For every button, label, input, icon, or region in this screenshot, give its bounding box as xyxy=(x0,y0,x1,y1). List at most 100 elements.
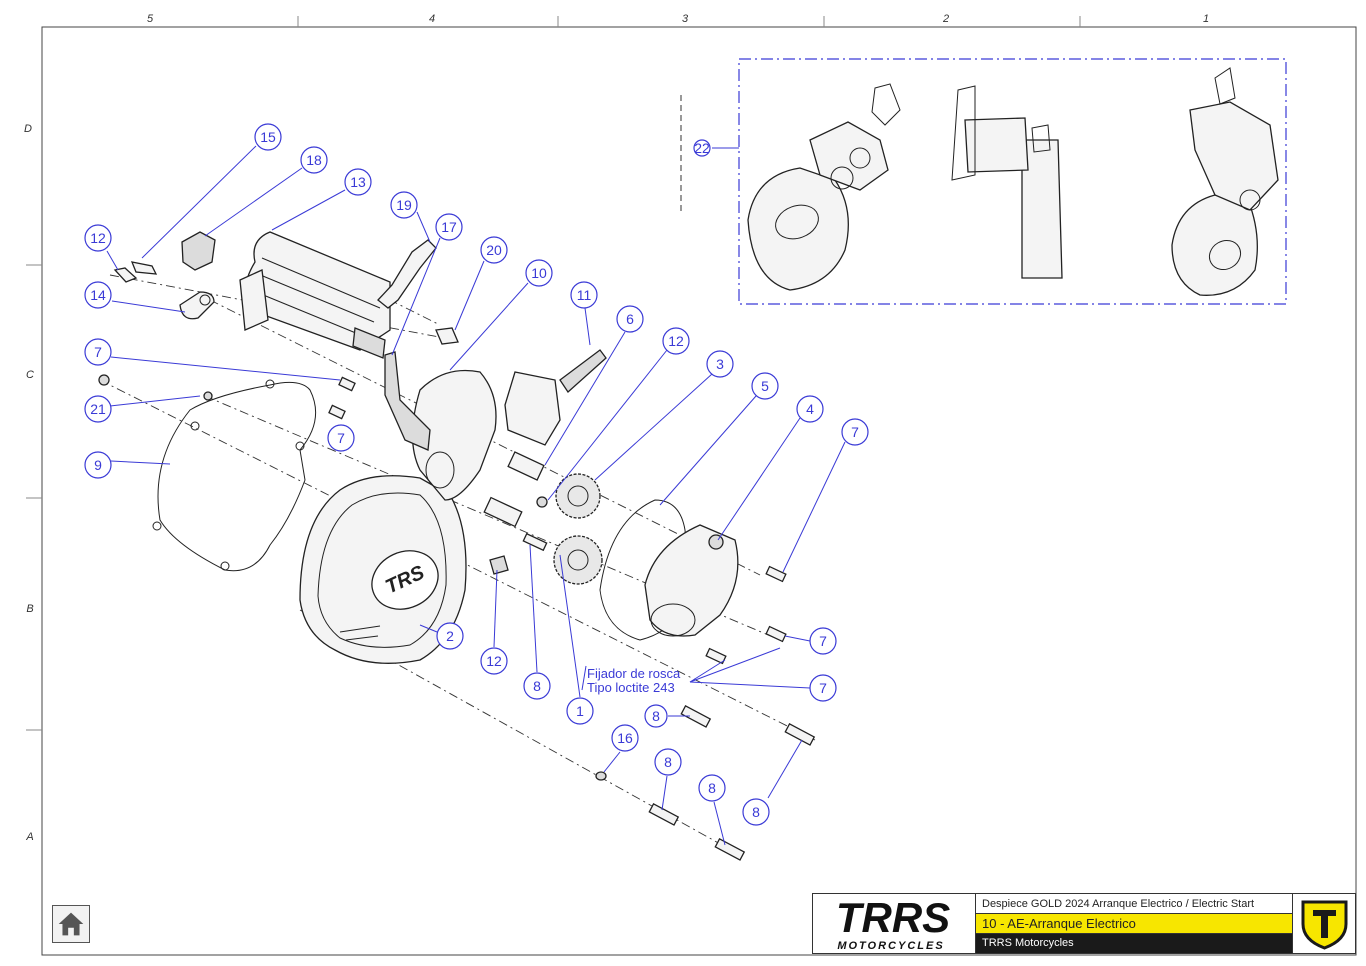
svg-text:20: 20 xyxy=(486,242,502,258)
bolt-15 xyxy=(130,261,158,275)
company-name: TRRS Motorcycles xyxy=(976,934,1292,953)
svg-text:7: 7 xyxy=(94,344,102,360)
callout-4: 4 xyxy=(796,395,824,423)
svg-text:8: 8 xyxy=(652,708,660,724)
note-line-1: Fijador de rosca xyxy=(587,666,681,681)
grid-row-c: C xyxy=(26,369,34,381)
starter-motor xyxy=(239,231,391,359)
svg-text:16: 16 xyxy=(617,730,633,746)
callout-8-a: 8 xyxy=(523,672,551,700)
svg-text:18: 18 xyxy=(306,152,322,168)
svg-text:1: 1 xyxy=(576,703,584,719)
callout-7-mid: 7 xyxy=(327,424,355,452)
svg-text:4: 4 xyxy=(806,401,814,417)
starter-housing xyxy=(411,369,497,501)
svg-text:6: 6 xyxy=(626,311,634,327)
svg-text:21: 21 xyxy=(90,401,106,417)
svg-text:7: 7 xyxy=(819,680,827,696)
svg-text:8: 8 xyxy=(533,678,541,694)
ignition-cover: TRS xyxy=(299,475,467,664)
svg-text:11: 11 xyxy=(577,287,592,303)
bushing-14 xyxy=(179,291,215,320)
sheet-border xyxy=(41,26,1357,956)
callout-21: 21 xyxy=(84,395,112,423)
callout-8-e: 8 xyxy=(742,798,770,826)
note-line-2: Tipo loctite 243 xyxy=(587,680,675,695)
callout-14: 14 xyxy=(84,281,112,309)
plate-19 xyxy=(377,239,437,309)
callout-18: 18 xyxy=(300,146,328,174)
callout-8-c: 8 xyxy=(654,748,682,776)
home-icon xyxy=(58,912,84,936)
grid-col-1: 1 xyxy=(1203,13,1209,25)
svg-text:8: 8 xyxy=(708,780,716,796)
grid-row-b: B xyxy=(26,603,33,615)
callout-9: 9 xyxy=(84,451,112,479)
callout-5: 5 xyxy=(751,372,779,400)
svg-text:10: 10 xyxy=(531,265,547,281)
grid-col-2: 2 xyxy=(942,13,949,25)
callout-8-d: 8 xyxy=(698,774,726,802)
bracket-17 xyxy=(384,351,431,451)
title-block: TRRS MOTORCYCLES Despiece GOLD 2024 Arra… xyxy=(812,893,1356,954)
callout-16: 16 xyxy=(611,724,639,752)
callout-13: 13 xyxy=(344,168,372,196)
svg-text:3: 3 xyxy=(716,356,724,372)
svg-text:22: 22 xyxy=(694,140,710,156)
svg-text:12: 12 xyxy=(90,230,106,246)
terminal-18 xyxy=(181,231,216,271)
svg-text:14: 14 xyxy=(90,287,106,303)
callout-10: 10 xyxy=(525,259,553,287)
grid-row-a: A xyxy=(25,831,33,843)
bolt-20 xyxy=(435,327,459,345)
emblem xyxy=(1292,894,1356,953)
shield-icon xyxy=(1301,900,1348,950)
callout-17: 17 xyxy=(435,213,463,241)
callout-7-b: 7 xyxy=(809,627,837,655)
callout-12-bottom: 12 xyxy=(480,647,508,675)
callout-15: 15 xyxy=(254,123,282,151)
svg-text:19: 19 xyxy=(396,197,412,213)
grid-col-3: 3 xyxy=(682,13,689,25)
brand-logo: TRRS MOTORCYCLES xyxy=(813,894,976,953)
svg-text:7: 7 xyxy=(851,424,859,440)
callouts: 15 18 13 12 19 17 20 10 14 11 6 12 7 3 5… xyxy=(84,123,869,826)
home-button[interactable] xyxy=(52,905,90,943)
callout-7-c: 7 xyxy=(809,674,837,702)
ignition-coil xyxy=(504,371,561,446)
svg-text:12: 12 xyxy=(486,653,502,669)
callout-11: 11 xyxy=(570,281,598,309)
assembly-inset: 22 xyxy=(680,58,1287,305)
inner-cover xyxy=(644,524,739,637)
callout-12-top: 12 xyxy=(84,224,112,252)
bolts xyxy=(98,374,816,861)
gasket-5 xyxy=(599,499,691,641)
callout-8-b: 8 xyxy=(644,704,668,728)
starter-gears xyxy=(483,451,603,585)
callout-1: 1 xyxy=(566,697,594,725)
grid-ticks xyxy=(26,16,1081,731)
trrs-logo: TRRS MOTORCYCLES xyxy=(836,894,950,952)
svg-text:9: 9 xyxy=(94,457,102,473)
svg-text:17: 17 xyxy=(441,219,457,235)
svg-text:2: 2 xyxy=(446,628,454,644)
callout-7-right: 7 xyxy=(841,418,869,446)
brand-name: TRRS xyxy=(836,894,950,941)
callout-12-mid: 12 xyxy=(662,327,690,355)
drawing-description: Despiece GOLD 2024 Arranque Electrico / … xyxy=(976,894,1292,914)
callout-19: 19 xyxy=(390,191,418,219)
svg-text:5: 5 xyxy=(761,378,769,394)
svg-text:13: 13 xyxy=(350,174,366,190)
svg-text:15: 15 xyxy=(260,129,276,145)
callout-2: 2 xyxy=(436,622,464,650)
svg-text:7: 7 xyxy=(337,430,345,446)
svg-text:8: 8 xyxy=(752,804,760,820)
svg-text:8: 8 xyxy=(664,754,672,770)
svg-text:12: 12 xyxy=(668,333,684,349)
bolt-12-a xyxy=(113,267,138,283)
svg-text:7: 7 xyxy=(819,633,827,649)
grid-col-5: 5 xyxy=(147,13,154,25)
callout-3: 3 xyxy=(706,350,734,378)
callout-22: 22 xyxy=(693,139,711,157)
grid-row-d: D xyxy=(24,123,32,135)
